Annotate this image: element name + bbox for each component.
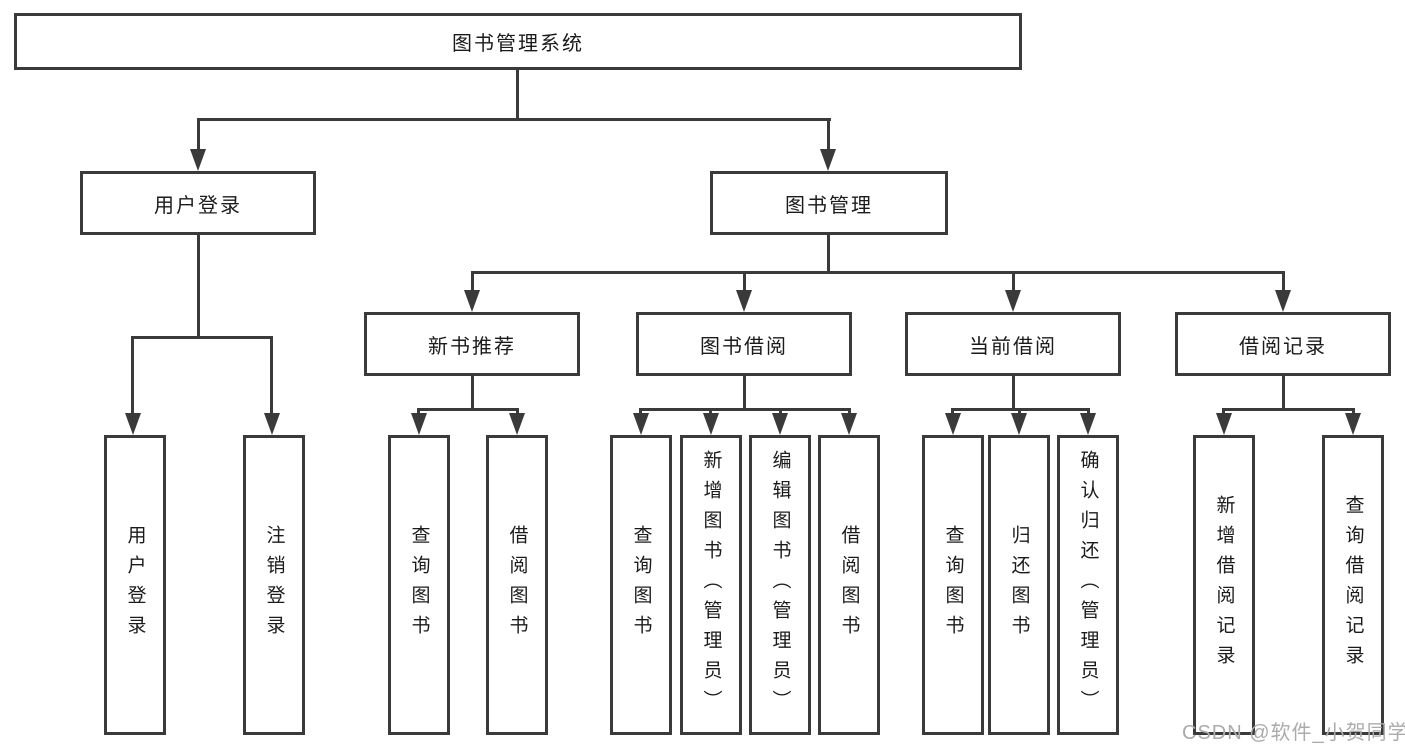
- leaf-borrow-books: 借阅图书: [818, 435, 880, 735]
- arrowhead-down-icon: [1005, 290, 1021, 312]
- leaf-add-book-admin: 新增图书（管理员）: [680, 435, 742, 735]
- connector-line: [1282, 271, 1285, 295]
- arrowhead-down-icon: [772, 413, 788, 435]
- node-new-book-recommendation: 新书推荐: [364, 312, 580, 376]
- connector-line: [743, 271, 746, 295]
- node-current-borrowing: 当前借阅: [905, 312, 1121, 376]
- connector-line: [743, 376, 746, 408]
- arrowhead-down-icon: [1345, 413, 1361, 435]
- connector-line: [471, 271, 1284, 274]
- leaf-confirm-return-admin: 确认归还（管理员）: [1057, 435, 1119, 735]
- node-label: 新增图书（管理员）: [700, 450, 722, 720]
- connector-line: [1222, 408, 1355, 411]
- leaf-query-books-current: 查询图书: [922, 435, 984, 735]
- node-label: 查询借阅记录: [1342, 495, 1364, 675]
- connector-line: [417, 408, 519, 411]
- connector-line: [131, 336, 273, 339]
- connector-line: [827, 235, 830, 273]
- leaf-add-borrow-record: 新增借阅记录: [1193, 435, 1255, 735]
- node-label: 图书管理系统: [452, 33, 584, 55]
- connector-line: [1012, 271, 1015, 295]
- leaf-logout: 注销登录: [243, 435, 305, 735]
- node-label: 确认归还（管理员）: [1077, 450, 1099, 720]
- node-user-login: 用户登录: [80, 171, 316, 235]
- leaf-query-books-borrow: 查询图书: [610, 435, 672, 735]
- node-label: 当前借阅: [969, 335, 1057, 358]
- node-label: 图书管理: [785, 194, 873, 217]
- node-label: 新增借阅记录: [1213, 495, 1235, 675]
- node-label: 注销登录: [263, 525, 285, 645]
- arrowhead-down-icon: [125, 413, 141, 435]
- leaf-edit-book-admin: 编辑图书（管理员）: [749, 435, 811, 735]
- node-label: 图书借阅: [700, 335, 788, 358]
- connector-line: [471, 376, 474, 408]
- leaf-query-borrow-record: 查询借阅记录: [1322, 435, 1384, 735]
- node-label: 查询图书: [630, 525, 652, 645]
- connector-line: [827, 118, 830, 151]
- arrowhead-down-icon: [190, 149, 206, 171]
- connector-line: [471, 271, 474, 295]
- arrowhead-down-icon: [464, 290, 480, 312]
- connector-line: [197, 118, 831, 121]
- connector-line: [1282, 376, 1285, 408]
- connector-line: [270, 336, 273, 415]
- arrowhead-down-icon: [411, 413, 427, 435]
- node-library-management-system: 图书管理系统: [14, 13, 1022, 70]
- arrowhead-down-icon: [264, 413, 280, 435]
- leaf-borrow-books-recommend: 借阅图书: [486, 435, 548, 735]
- leaf-return-books: 归还图书: [988, 435, 1050, 735]
- arrowhead-down-icon: [1275, 290, 1291, 312]
- node-borrowing-records: 借阅记录: [1175, 312, 1391, 376]
- node-label: 借阅图书: [838, 525, 860, 645]
- node-label: 用户登录: [124, 525, 146, 645]
- leaf-user-login: 用户登录: [104, 435, 166, 735]
- arrowhead-down-icon: [1216, 413, 1232, 435]
- connector-line: [639, 408, 851, 411]
- arrowhead-down-icon: [945, 413, 961, 435]
- arrowhead-down-icon: [1011, 413, 1027, 435]
- connector-line: [197, 118, 200, 151]
- connector-line: [516, 70, 519, 118]
- node-label: 查询图书: [408, 525, 430, 645]
- arrowhead-down-icon: [820, 149, 836, 171]
- node-label: 新书推荐: [428, 335, 516, 358]
- node-label: 编辑图书（管理员）: [769, 450, 791, 720]
- arrowhead-down-icon: [841, 413, 857, 435]
- node-book-borrowing: 图书借阅: [636, 312, 852, 376]
- node-label: 归还图书: [1008, 525, 1030, 645]
- node-label: 借阅图书: [506, 525, 528, 645]
- arrowhead-down-icon: [1080, 413, 1096, 435]
- csdn-watermark: CSDN @软件_小贺同学: [1182, 722, 1405, 744]
- node-book-management: 图书管理: [710, 171, 948, 235]
- node-label: 用户登录: [154, 194, 242, 217]
- arrowhead-down-icon: [736, 290, 752, 312]
- leaf-query-books-recommend: 查询图书: [388, 435, 450, 735]
- connector-line: [1012, 376, 1015, 408]
- arrowhead-down-icon: [509, 413, 525, 435]
- arrowhead-down-icon: [703, 413, 719, 435]
- connector-line: [197, 235, 200, 336]
- node-label: 借阅记录: [1239, 335, 1327, 358]
- arrowhead-down-icon: [633, 413, 649, 435]
- node-label: 查询图书: [942, 525, 964, 645]
- connector-line: [131, 336, 134, 415]
